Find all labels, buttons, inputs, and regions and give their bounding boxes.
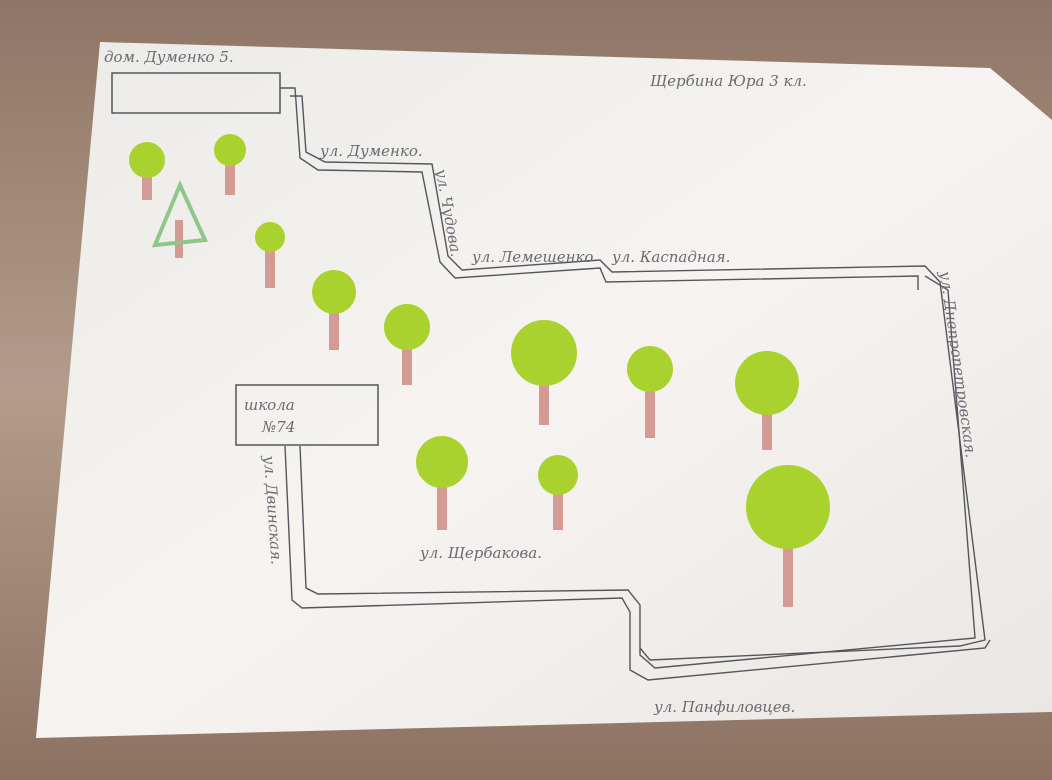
street-label-scherbakova: ул. Щербакова. [419, 544, 542, 562]
tree [735, 351, 799, 450]
school-label-line1: школа [244, 396, 295, 414]
school-building [235, 384, 379, 446]
street-label-lemeshenko: ул. Лемешенко [471, 248, 593, 266]
street-label-panfilovtsev: ул. Панфиловцев. [653, 698, 795, 716]
tree-trunk [645, 369, 655, 438]
road-dvinskaya [284, 445, 991, 681]
home-label: дом. Думенко 5. [104, 48, 234, 66]
tree-trunk [437, 462, 447, 530]
tree-crown [627, 346, 673, 392]
tree-trunk [329, 292, 339, 350]
tree-crown [129, 142, 165, 178]
tree [416, 436, 468, 530]
tree-crown [312, 270, 356, 314]
tree [312, 270, 356, 350]
tree [538, 455, 578, 530]
tree-trunk [553, 475, 563, 530]
tree-trunk [402, 327, 412, 385]
tree [511, 320, 577, 425]
tree-crown [511, 320, 577, 386]
tree-crown [214, 134, 246, 166]
tree-crown [538, 455, 578, 495]
trees [129, 134, 830, 607]
tree-trunk [539, 353, 549, 425]
tree-trunk [265, 237, 275, 288]
tree-trunk [225, 150, 235, 195]
roads [280, 87, 991, 681]
tree [129, 142, 165, 200]
fir-tree [151, 179, 208, 258]
road-dumenko [280, 87, 919, 290]
school-label-line2: №74 [261, 418, 295, 436]
tree-trunk [783, 507, 793, 607]
tree-crown [735, 351, 799, 415]
tree-crown [416, 436, 468, 488]
street-label-kaspadnaya: ул. Каспадная. [611, 248, 730, 266]
tree [746, 465, 830, 607]
tree [627, 346, 673, 438]
tree-crown [384, 304, 430, 350]
tree-trunk [142, 160, 152, 200]
tree-crown [746, 465, 830, 549]
tree-trunk [762, 383, 772, 450]
home-building [111, 72, 281, 114]
tree [214, 134, 246, 195]
tree [384, 304, 430, 385]
author-label: Щербина Юра 3 кл. [650, 72, 807, 90]
tree-crown [255, 222, 285, 252]
street-label-dumenko: ул. Думенко. [319, 142, 423, 160]
tree [255, 222, 285, 288]
